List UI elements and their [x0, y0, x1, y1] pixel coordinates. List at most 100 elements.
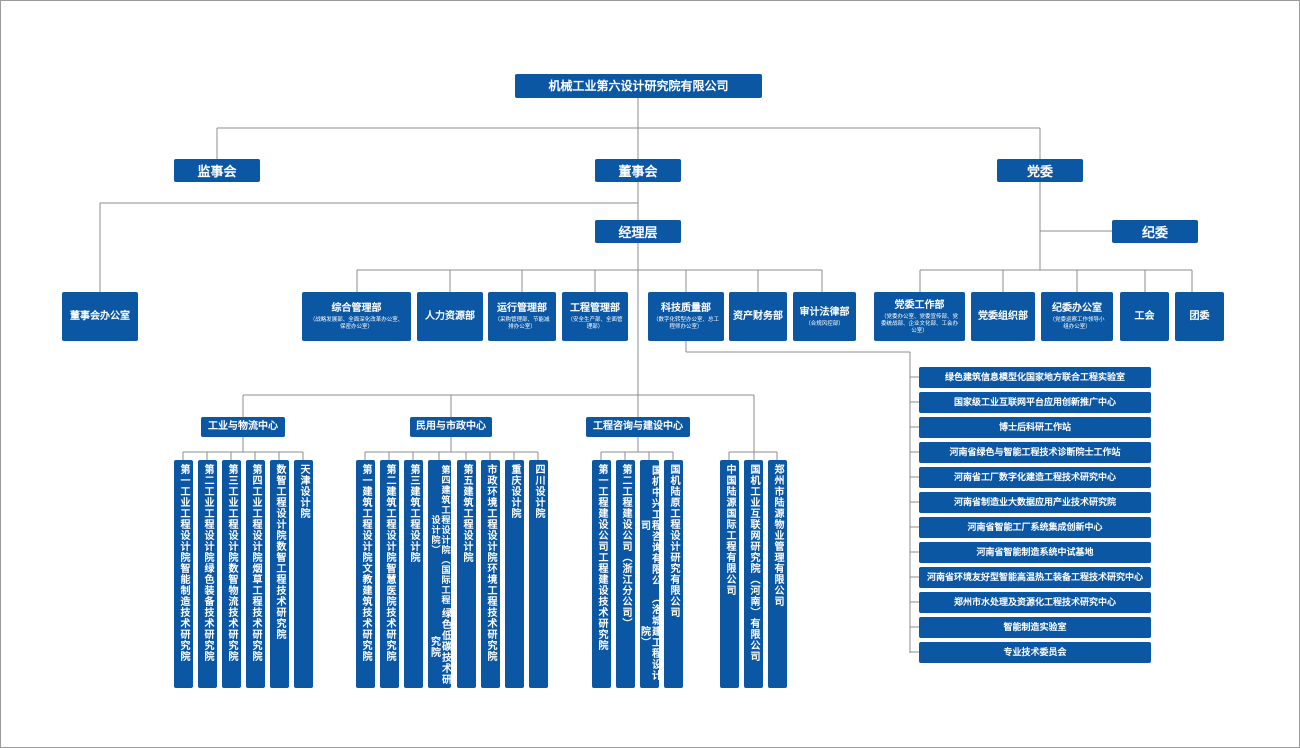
- board-label: 董事会: [618, 165, 658, 180]
- lab-label: 河南省工厂数字化建造工程技术研究中心: [953, 472, 1116, 483]
- unit-sub: （浙江分公司）: [620, 552, 631, 629]
- lab-label: 国家级工业互联网平台应用创新推广中心: [953, 397, 1116, 408]
- party-dept-box: 党委组织部: [971, 292, 1035, 341]
- discipline-label: 纪委: [1141, 226, 1168, 241]
- lab-label: 郑州市水处理及资源化工程技术研究中心: [953, 597, 1116, 608]
- lab-box: 郑州市水处理及资源化工程技术研究中心: [919, 592, 1151, 613]
- unit-name: 市政环境工程设计院: [485, 464, 496, 563]
- unit-column: 国机中兴工程咨询有限公司（洛城建工程设计院）: [638, 460, 661, 688]
- lab-box: 河南省智能制造系统中试基地: [919, 542, 1151, 563]
- company-name: 国机工业互联网研究院（河南）有限公司: [748, 464, 759, 662]
- dept-box: 综合管理部（战略发展部、全面深化改革办公室、保密办公室）: [302, 292, 411, 341]
- dept-sub: （采购管理部、节能减排办公室）: [494, 317, 550, 330]
- unit-column: 市政环境工程设计院环境工程技术研究院: [481, 460, 500, 688]
- center-label: 工业与物流中心: [208, 421, 278, 432]
- unit-column: 第四工业工程设计院烟草工程技术研究院: [246, 460, 265, 688]
- unit-column: 数智工程设计院数智工程技术研究院: [270, 460, 289, 688]
- lab-box: 河南省环境友好型智能高温热工装备工程技术研究中心: [919, 567, 1151, 588]
- company-column: 国机工业互联网研究院（河南）有限公司: [744, 460, 763, 688]
- unit-column: 重庆设计院: [505, 460, 524, 688]
- unit-name: 国机陆原工程设计研究有限公司: [668, 464, 679, 618]
- unit-name: 国机中兴工程咨询有限公司: [638, 464, 661, 586]
- unit-name: 第一工程建设公司: [596, 464, 607, 552]
- dept-box: 人力资源部: [417, 292, 483, 341]
- discipline-box: 纪委: [1112, 220, 1198, 243]
- company-name: 中国陆源国际工程有限公司: [724, 464, 735, 596]
- company-name: 郑州市陆源物业管理有限公司: [772, 464, 783, 607]
- party-dept-name: 工会: [1134, 310, 1155, 322]
- lab-box: 河南省工厂数字化建造工程技术研究中心: [919, 467, 1151, 488]
- unit-name: 四川设计院: [533, 464, 544, 519]
- company-column: 郑州市陆源物业管理有限公司: [768, 460, 787, 688]
- dept-name: 科技质量部: [661, 303, 711, 314]
- management-label: 经理层: [618, 226, 658, 241]
- unit-sub: 工程建设技术研究院: [596, 552, 607, 651]
- party-dept-box: 党委工作部（党委办公室、党委宣传部、党委统战部、企业文化部、工会办公室）: [874, 292, 965, 341]
- lab-box: 博士后科研工作站: [919, 417, 1151, 438]
- unit-name: 第三工业工程设计院: [226, 464, 237, 563]
- dept-box: 资产财务部: [729, 292, 787, 341]
- dept-box: 工程管理部（安全生产部、全面管理部）: [562, 292, 628, 341]
- party-dept-name: 党委组织部: [978, 310, 1028, 322]
- company-title: 机械工业第六设计研究院有限公司: [548, 79, 729, 93]
- party-dept-box: 团委: [1175, 292, 1224, 341]
- dept-name: 资产财务部: [733, 310, 783, 322]
- unit-column: 第三建筑工程设计院: [404, 460, 423, 688]
- management-box: 经理层: [595, 220, 681, 243]
- lab-label: 博士后科研工作站: [998, 422, 1071, 433]
- unit-column: 国机陆原工程设计研究有限公司: [664, 460, 683, 688]
- lab-box: 绿色建筑信息模型化国家地方联合工程实验室: [919, 367, 1151, 388]
- unit-column: 四川设计院: [529, 460, 548, 688]
- supervisory-board-box: 监事会: [174, 159, 260, 182]
- unit-name: 重庆设计院: [509, 464, 520, 519]
- unit-sub: 环境工程技术研究院: [485, 563, 496, 662]
- unit-sub: 数智物流技术研究院: [226, 563, 237, 662]
- party-dept-box: 纪委办公室（党委巡察工作领导小组办公室）: [1041, 292, 1113, 341]
- unit-column: 第一工业工程设计院智能制造技术研究院: [174, 460, 193, 688]
- unit-column: 第二工程建设公司（浙江分公司）: [616, 460, 635, 688]
- unit-column: 第一工程建设公司工程建设技术研究院: [592, 460, 611, 688]
- dept-box: 运行管理部（采购管理部、节能减排办公室）: [488, 292, 556, 341]
- dept-box: 科技质量部（数字化转型办公室、总工程师办公室）: [648, 292, 724, 341]
- lab-label: 河南省智能制造系统中试基地: [976, 547, 1094, 558]
- unit-column: 第一建筑工程设计院文教建筑技术研究院: [356, 460, 375, 688]
- lab-box: 河南省智能工厂系统集成创新中心: [919, 517, 1151, 538]
- unit-name: 第三建筑工程设计院: [408, 464, 419, 563]
- unit-sub: 智慧医院技术研究院: [384, 563, 395, 662]
- center-box: 工程咨询与建设中心: [586, 417, 690, 437]
- lab-label: 智能制造实验室: [1003, 622, 1067, 633]
- unit-name: 第二建筑工程设计院: [384, 464, 395, 563]
- lab-label: 河南省制造业大数据应用产业技术研究院: [953, 497, 1116, 508]
- lab-box: 专业技术委员会: [919, 642, 1151, 663]
- unit-name: 第四建筑工程设计院（国际工程设计院）: [429, 464, 450, 605]
- company-column: 中国陆源国际工程有限公司: [720, 460, 739, 688]
- unit-name: 第一建筑工程设计院: [360, 464, 371, 563]
- lab-box: 国家级工业互联网平台应用创新推广中心: [919, 392, 1151, 413]
- party-dept-name: 党委工作部: [894, 299, 945, 311]
- unit-column: 第三工业工程设计院数智物流技术研究院: [222, 460, 241, 688]
- lab-label: 河南省绿色与智能工程技术诊断院士工作站: [949, 447, 1121, 458]
- board-office-box: 董事会办公室: [62, 292, 138, 341]
- unit-sub: 绿色装备技术研究院: [202, 563, 213, 662]
- supervisory-board-label: 监事会: [197, 165, 237, 180]
- unit-name: 第五建筑工程设计院: [461, 464, 472, 563]
- party-dept-name: 纪委办公室: [1052, 303, 1102, 314]
- dept-sub: （合规风控部）: [805, 320, 844, 327]
- party-committee-box: 党委: [997, 159, 1083, 182]
- lab-label: 河南省环境友好型智能高温热工装备工程技术研究中心: [926, 572, 1143, 583]
- party-dept-name: 团委: [1189, 310, 1210, 322]
- unit-name: 天津设计院: [298, 464, 309, 519]
- center-box: 民用与市政中心: [410, 417, 492, 437]
- dept-sub: （战略发展部、全面深化改革办公室、保密办公室）: [309, 317, 404, 330]
- unit-column: 第二工业工程设计院绿色装备技术研究院: [198, 460, 217, 688]
- company-box: 机械工业第六设计研究院有限公司: [515, 74, 762, 98]
- unit-name: 第二工程建设公司: [620, 464, 631, 552]
- lab-label: 河南省智能工厂系统集成创新中心: [967, 522, 1103, 533]
- lab-label: 绿色建筑信息模型化国家地方联合工程实验室: [944, 372, 1125, 383]
- party-dept-box: 工会: [1120, 292, 1169, 341]
- unit-sub: 文教建筑技术研究院: [360, 563, 371, 662]
- dept-box: 审计法律部（合规风控部）: [793, 292, 856, 341]
- board-office-label: 董事会办公室: [70, 310, 130, 322]
- center-label: 民用与市政中心: [416, 421, 486, 432]
